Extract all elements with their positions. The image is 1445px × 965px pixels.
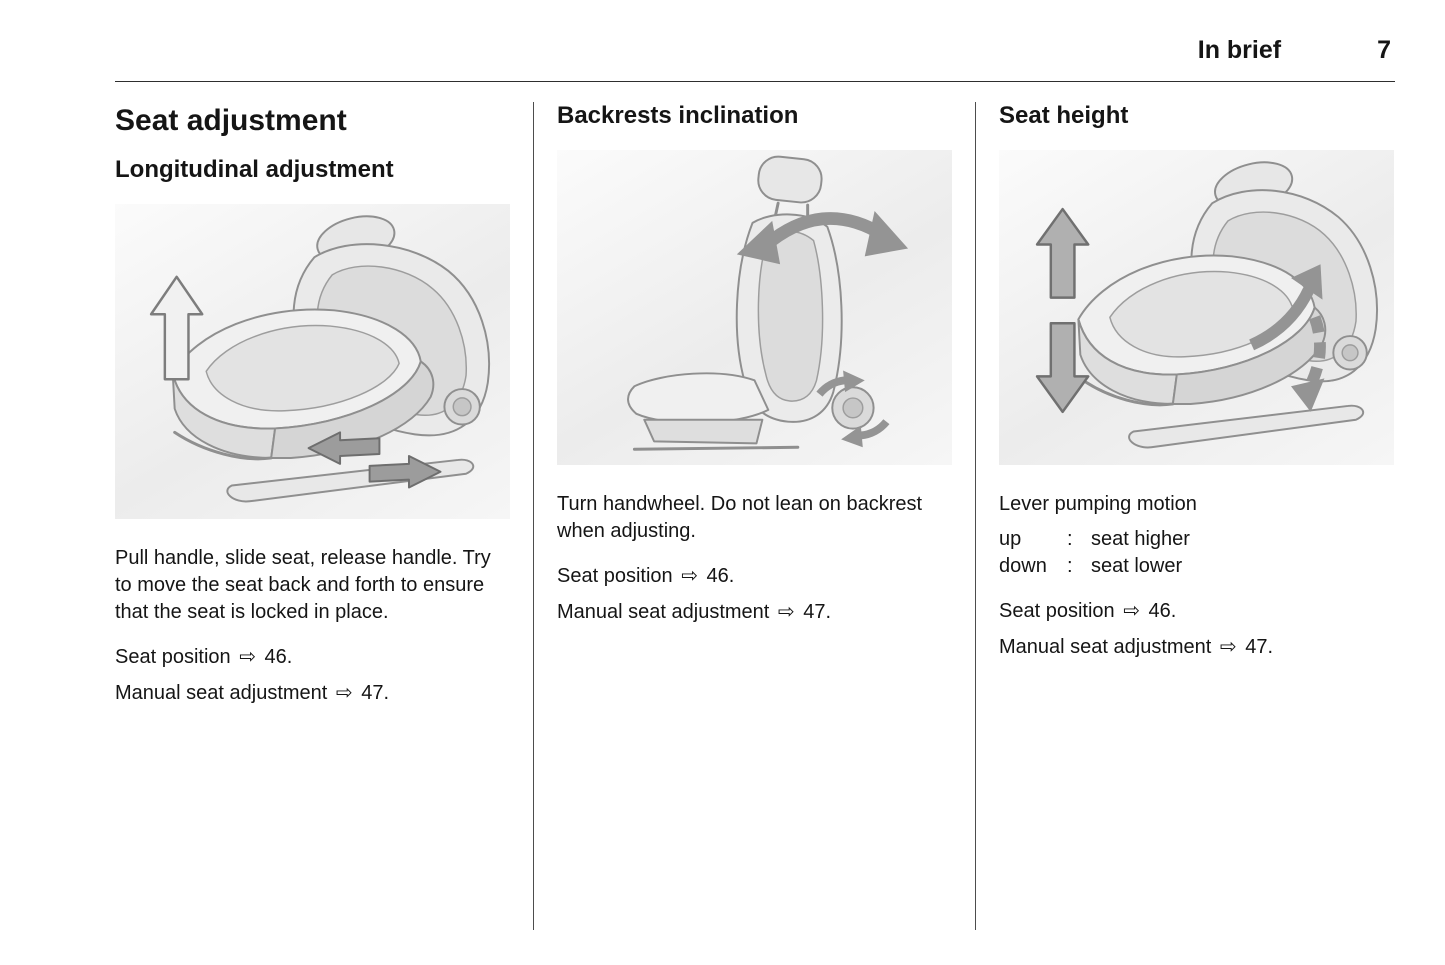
cross-reference-page: 46.	[1148, 600, 1177, 622]
instruction-text: Pull handle, slide seat, release handle.…	[115, 547, 491, 623]
definition-separator: :	[1067, 555, 1073, 577]
cross-reference-arrow-icon: ⇨	[335, 682, 353, 704]
definition-description: seat higher	[1091, 528, 1190, 550]
definition-term: up	[999, 528, 1022, 550]
cross-reference-arrow-icon: ⇨	[239, 646, 256, 668]
cross-reference-label: Seat position	[557, 565, 673, 587]
cross-reference-page: 46.	[264, 646, 293, 668]
seat-drawing	[1077, 161, 1378, 449]
seat-drawing	[171, 215, 491, 503]
handwheel-rotation-arrows-icon	[816, 370, 890, 448]
cross-reference-manual-seat-adjustment: Manual seat adjustment ⇨ 47.	[999, 634, 1394, 661]
column-backrests-inclination: Backrests inclination	[557, 102, 952, 930]
column-seat-height: Seat height	[999, 102, 1394, 930]
section-title: In brief	[1197, 36, 1282, 64]
definition-description: seat lower	[1091, 555, 1183, 577]
cross-reference-seat-position: Seat position ⇨ 46.	[999, 598, 1394, 625]
lever-direction-list: up : seat higher down : seat lower	[999, 526, 1394, 580]
instruction-text: Turn handwheel. Do not lean on backrest …	[557, 493, 923, 542]
cross-reference-label: Seat position	[999, 600, 1115, 622]
seat-illustration	[149, 215, 491, 503]
cross-reference-label: Manual seat adjustment	[999, 636, 1212, 658]
definition-separator: :	[1067, 528, 1073, 550]
cross-reference-page: 47.	[1245, 636, 1274, 658]
seat-height-illustration	[999, 150, 1394, 465]
heading-longitudinal-adjustment: Longitudinal adjustment	[115, 156, 394, 183]
cross-reference-label: Manual seat adjustment	[115, 682, 328, 704]
cross-reference-manual-seat-adjustment: Manual seat adjustment ⇨ 47.	[115, 680, 510, 707]
heading-backrests-inclination: Backrests inclination	[557, 102, 799, 129]
backrest-inclination-illustration	[557, 150, 952, 465]
page-content: Seat adjustment Longitudinal adjustment	[115, 102, 1395, 930]
seat-drawing	[627, 155, 875, 451]
manual-page: In brief 7 Seat adjustment Longitudinal …	[115, 0, 1395, 930]
column-divider	[533, 102, 534, 930]
longitudinal-adjustment-illustration	[115, 204, 510, 519]
seat-illustration	[1035, 161, 1378, 449]
definition-term: down	[999, 555, 1047, 577]
up-arrow-icon	[149, 275, 204, 381]
slide-arrows-icon	[307, 431, 442, 489]
page-number: 7	[1377, 36, 1391, 64]
seat-illustration	[627, 155, 909, 451]
cross-reference-label: Seat position	[115, 646, 231, 668]
cross-reference-page: 47.	[803, 601, 832, 623]
cross-reference-arrow-icon: ⇨	[681, 565, 698, 587]
up-arrow-icon	[1035, 207, 1090, 299]
down-arrow-icon	[1035, 322, 1090, 414]
cross-reference-label: Manual seat adjustment	[557, 601, 770, 623]
cross-reference-page: 47.	[361, 682, 390, 704]
heading-seat-height: Seat height	[999, 102, 1129, 129]
cross-reference-arrow-icon: ⇨	[1219, 636, 1237, 658]
lever-motion-arrows-icon	[1249, 264, 1326, 412]
cross-reference-page: 46.	[706, 565, 735, 587]
cross-reference-seat-position: Seat position ⇨ 46.	[115, 644, 510, 671]
column-seat-adjustment: Seat adjustment Longitudinal adjustment	[115, 102, 510, 930]
cross-reference-manual-seat-adjustment: Manual seat adjustment ⇨ 47.	[557, 599, 952, 626]
instruction-text: Lever pumping motion	[999, 493, 1197, 515]
cross-reference-seat-position: Seat position ⇨ 46.	[557, 563, 952, 590]
page-header: In brief 7	[115, 0, 1395, 82]
heading-seat-adjustment: Seat adjustment	[115, 104, 347, 137]
cross-reference-arrow-icon: ⇨	[1123, 600, 1140, 622]
tilt-arrows-icon	[736, 211, 909, 265]
cross-reference-arrow-icon: ⇨	[777, 601, 795, 623]
column-divider	[975, 102, 976, 930]
